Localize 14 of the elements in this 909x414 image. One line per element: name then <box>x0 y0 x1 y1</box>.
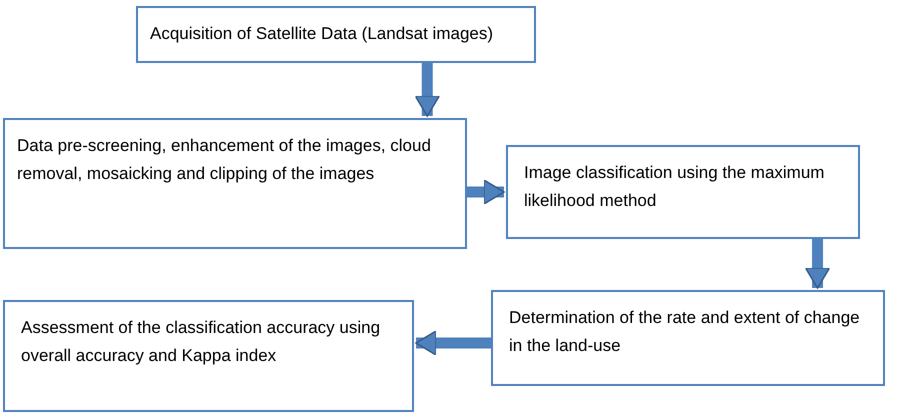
step-text: Acquisition of Satellite Data (Landsat images) <box>150 23 494 45</box>
block-arrow <box>467 179 505 205</box>
process-box <box>491 290 885 386</box>
process-box <box>506 145 860 239</box>
step-text: Assessment of the classification accuracy using overall accuracy and Kappa index <box>21 317 382 367</box>
process-box <box>136 6 536 63</box>
step-text: Determination of the rate and extent of change in the land-use <box>509 307 861 357</box>
block-arrow <box>414 63 440 117</box>
process-box <box>3 300 414 412</box>
step-text: Data pre-screening, enhancement of the images, cloud removal, mosaicking and clipping of the images <box>17 135 432 185</box>
process-box <box>3 118 467 249</box>
step-text: Image classification using the maximum likelihood method <box>524 162 826 212</box>
block-arrow <box>804 239 830 289</box>
block-arrow <box>415 330 491 356</box>
